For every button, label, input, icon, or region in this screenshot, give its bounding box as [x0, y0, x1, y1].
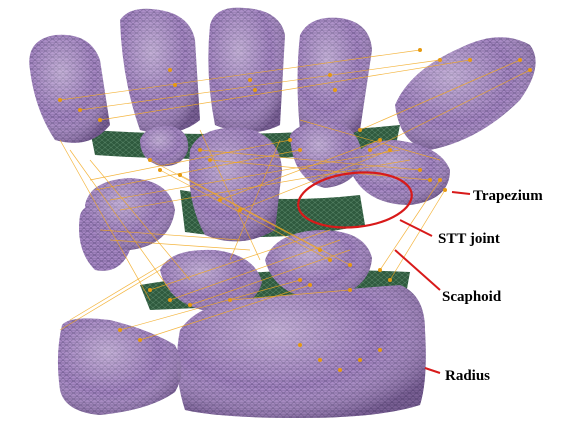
stt-joint-label: STT joint — [438, 231, 500, 247]
radius-label: Radius — [445, 368, 490, 384]
forearm-bones — [58, 285, 426, 418]
scaphoid-label: Scaphoid — [442, 289, 502, 305]
trapezium-pointer — [452, 192, 470, 194]
trapezium-label: Trapezium — [473, 188, 543, 204]
metacarpal-bones — [29, 8, 535, 150]
stt-joint-pointer — [400, 220, 432, 236]
radius-pointer — [425, 368, 440, 373]
